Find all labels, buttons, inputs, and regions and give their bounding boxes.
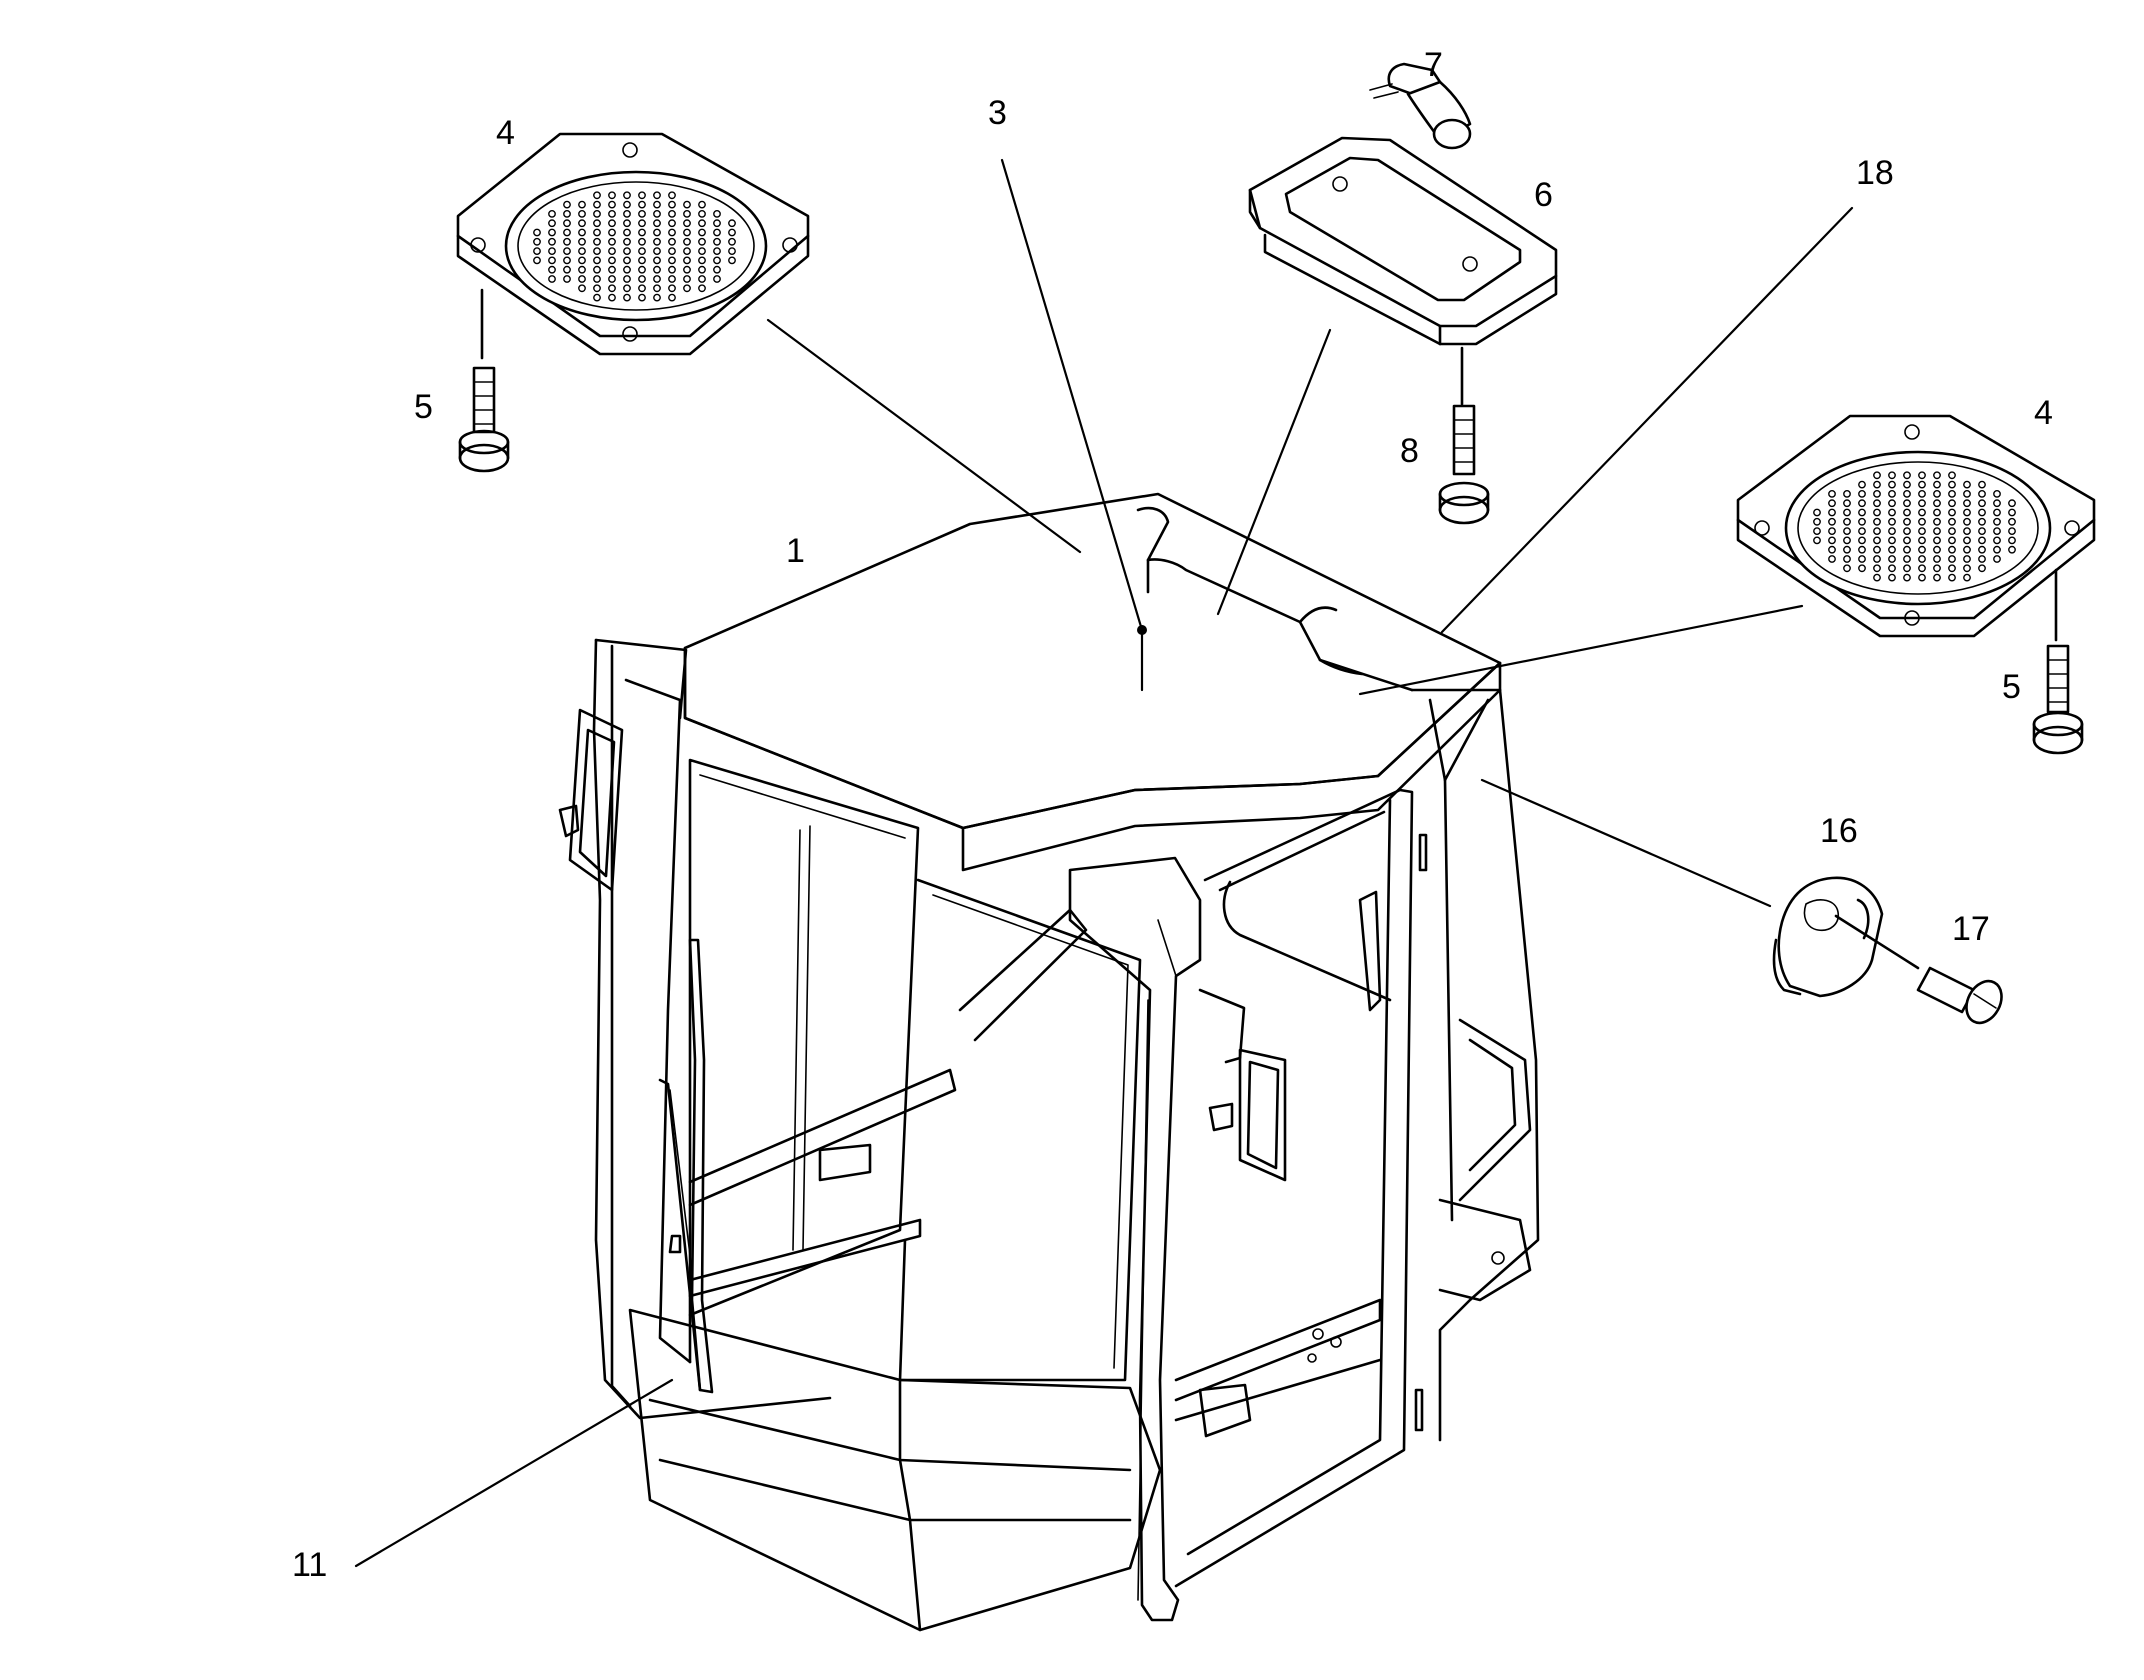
screw-right: [2032, 568, 2084, 755]
callout-5-left: 5: [414, 388, 433, 426]
speaker-right: [1736, 414, 2096, 638]
bulb: [1369, 62, 1472, 150]
cab-assembly: [558, 492, 1540, 1632]
callout-1: 1: [786, 532, 805, 570]
callout-18: 18: [1856, 154, 1894, 192]
latch-screw: [1916, 966, 2003, 1025]
callout-6: 6: [1534, 176, 1553, 214]
callout-7: 7: [1424, 46, 1443, 84]
screw-light: [1438, 346, 1490, 525]
speaker-left: [456, 132, 810, 356]
callout-3: 3: [988, 94, 1007, 132]
callout-5-right: 5: [2002, 668, 2021, 706]
interior-light: [1248, 136, 1558, 346]
door-latch: [1772, 876, 1920, 998]
screw-left: [458, 288, 510, 473]
callout-11: 11: [292, 1546, 327, 1584]
callout-16: 16: [1820, 812, 1858, 850]
callout-4-left: 4: [496, 114, 515, 152]
speaker-left-grille: [533, 191, 736, 302]
callout-8: 8: [1400, 432, 1419, 470]
callout-4-right: 4: [2034, 394, 2053, 432]
leader-lines: [354, 158, 1854, 1568]
callout-17: 17: [1952, 910, 1990, 948]
callout-labels: 1 3 4 4 5 5 6 7 8 11 16 17 18: [292, 46, 2053, 1584]
speaker-right-grille: [1813, 471, 2016, 582]
